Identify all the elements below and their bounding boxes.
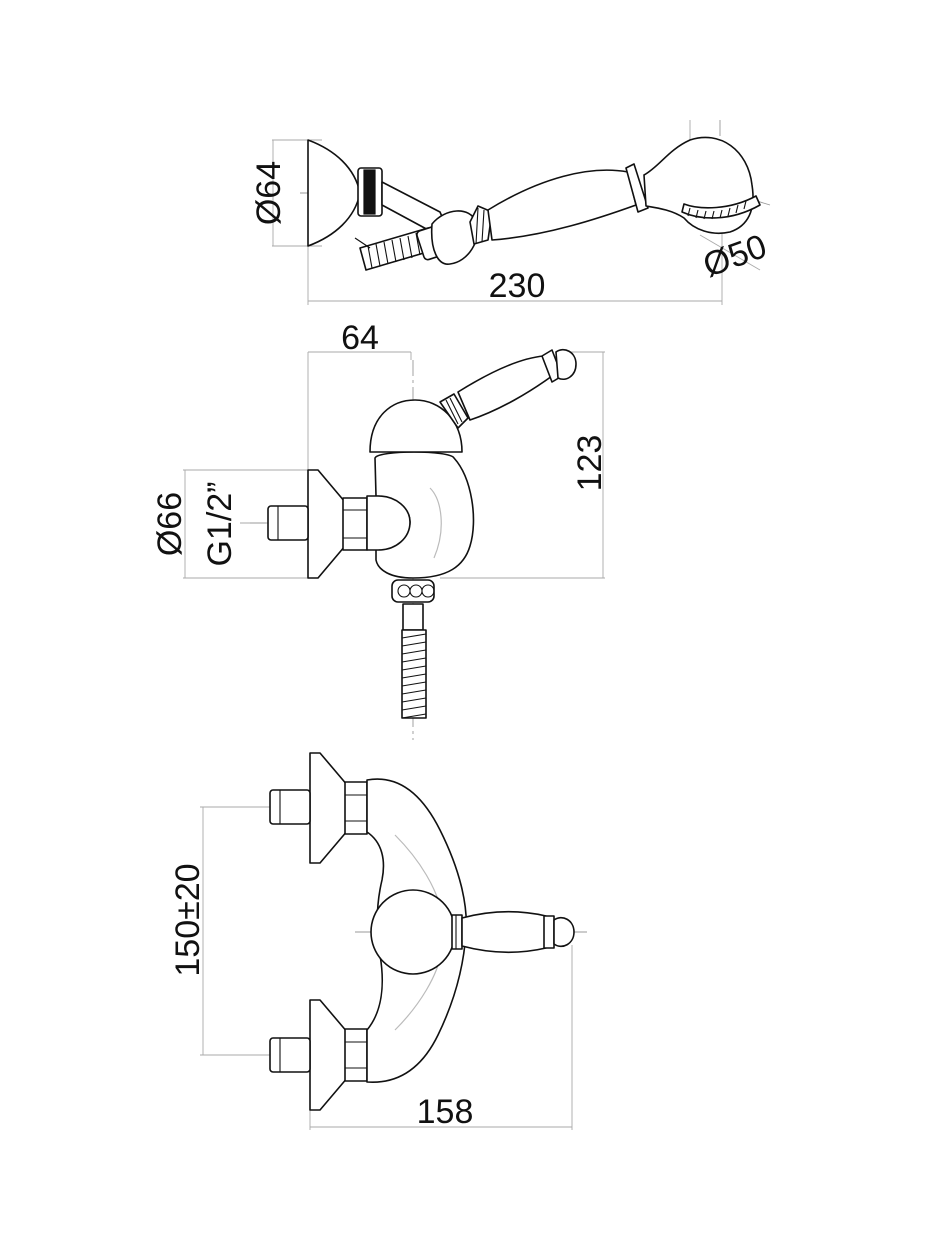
hidden-contour	[429, 487, 442, 559]
lever-end-ring	[543, 915, 555, 949]
holder-ring-band	[363, 169, 376, 215]
spray-nozzles	[687, 200, 747, 220]
hand-shower-view: Ø64 Ø50 230	[250, 120, 772, 305]
lever-collar	[451, 914, 463, 950]
wall-holder-body	[307, 139, 361, 247]
label-holder-diameter: Ø64	[250, 161, 288, 225]
lower-hex-nut	[344, 1028, 368, 1082]
control-disc	[370, 889, 456, 975]
label-depth: 64	[341, 319, 379, 357]
shower-handle	[487, 169, 637, 241]
hose-spiral	[401, 633, 427, 719]
lever-handle	[461, 910, 547, 954]
lever-neck-grooves	[445, 397, 463, 425]
shower-head	[643, 136, 754, 234]
inlet-nipple	[267, 505, 309, 541]
hex-nut	[342, 497, 368, 551]
dome-cap	[369, 399, 463, 453]
upper-hex-nut	[344, 781, 368, 835]
lever-knob	[553, 916, 575, 948]
lever-knob	[555, 348, 577, 380]
label-flange-diameter: Ø66	[151, 492, 189, 556]
label-thread: G1/2”	[201, 481, 239, 566]
hose-end	[354, 237, 371, 249]
lower-wall-flange	[309, 999, 349, 1111]
label-height: 123	[571, 435, 609, 492]
lower-inlet-nipple	[269, 1037, 311, 1073]
label-length: 230	[489, 267, 546, 305]
hose-connector	[402, 603, 424, 631]
wall-flange	[307, 469, 346, 579]
upper-wall-flange	[309, 752, 349, 864]
label-width: 158	[417, 1093, 474, 1131]
shower-hose	[401, 629, 427, 719]
upper-inlet-nipple	[269, 789, 311, 825]
side-view: 64 123 Ø66 G1/2”	[151, 319, 609, 740]
inlet-elbow	[366, 495, 411, 551]
label-head-diameter: Ø50	[698, 227, 771, 285]
front-view: 150±20 158	[169, 752, 590, 1131]
outlet-bead	[421, 584, 435, 598]
label-centers: 150±20	[169, 863, 207, 976]
collar-grooves	[475, 207, 485, 245]
handle-ring	[625, 163, 649, 213]
spray-face	[681, 195, 761, 219]
swivel-body	[430, 210, 479, 265]
lever-handle	[457, 355, 553, 421]
dim-leader-head	[699, 234, 761, 271]
